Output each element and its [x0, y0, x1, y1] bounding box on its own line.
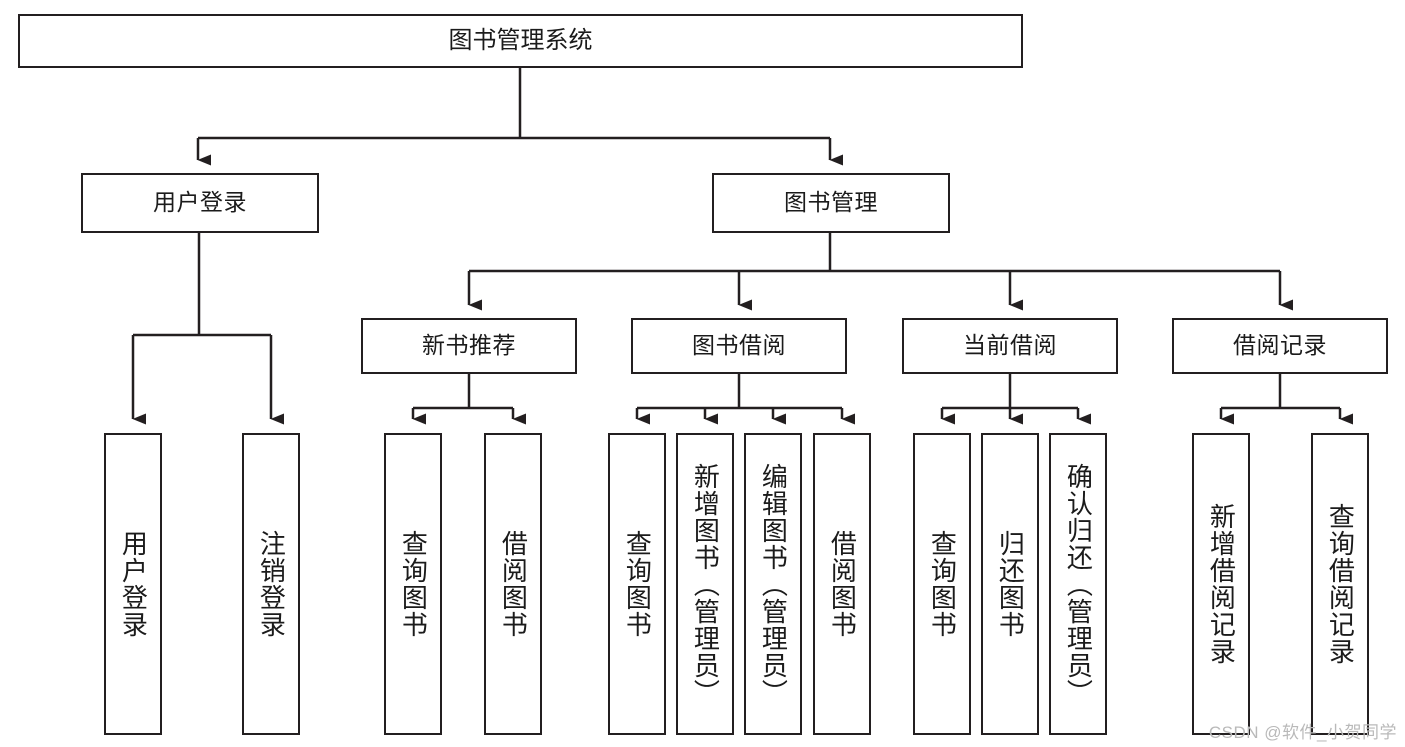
leaf-borrow-record-query[interactable]: 查询借阅记录 — [1311, 433, 1369, 735]
node-borrow-record[interactable]: 借阅记录 — [1172, 318, 1388, 374]
node-root[interactable]: 图书管理系统 — [18, 14, 1023, 68]
leaf-current-borrow-return[interactable]: 归还图书 — [981, 433, 1039, 735]
leaf-user-login-login[interactable]: 用户登录 — [104, 433, 162, 735]
csdn-watermark: CSDN @软件_小贺同学 — [1208, 723, 1397, 742]
leaf-borrow-record-add[interactable]: 新增借阅记录 — [1192, 433, 1250, 735]
node-book-borrow-label: 图书借阅 — [692, 332, 786, 359]
leaf-book-borrow-edit[interactable]: 编辑图书（管理员） — [744, 433, 802, 735]
node-book-management[interactable]: 图书管理 — [712, 173, 950, 233]
node-borrow-record-label: 借阅记录 — [1233, 332, 1327, 359]
leaf-current-borrow-query[interactable]: 查询图书 — [913, 433, 971, 735]
node-root-label: 图书管理系统 — [448, 26, 593, 54]
leaf-new-book-borrow[interactable]: 借阅图书 — [484, 433, 542, 735]
leaf-book-borrow-add-label: 新增图书（管理员） — [690, 462, 721, 706]
node-new-book-recommend[interactable]: 新书推荐 — [361, 318, 577, 374]
leaf-new-book-borrow-label: 借阅图书 — [498, 530, 529, 638]
leaf-new-book-query-label: 查询图书 — [398, 530, 429, 638]
leaf-book-borrow-query[interactable]: 查询图书 — [608, 433, 666, 735]
leaf-book-borrow-borrow-label: 借阅图书 — [827, 530, 858, 638]
leaf-book-borrow-add[interactable]: 新增图书（管理员） — [676, 433, 734, 735]
node-book-management-label: 图书管理 — [784, 189, 878, 216]
leaf-borrow-record-add-label: 新增借阅记录 — [1206, 503, 1237, 665]
leaf-borrow-record-query-label: 查询借阅记录 — [1325, 503, 1356, 665]
node-current-borrow-label: 当前借阅 — [963, 332, 1057, 359]
leaf-current-borrow-confirm-return[interactable]: 确认归还（管理员） — [1049, 433, 1107, 735]
leaf-book-borrow-edit-label: 编辑图书（管理员） — [758, 462, 789, 706]
leaf-user-login-logout[interactable]: 注销登录 — [242, 433, 300, 735]
leaf-current-borrow-confirm-return-label: 确认归还（管理员） — [1063, 462, 1094, 706]
node-book-borrow[interactable]: 图书借阅 — [631, 318, 847, 374]
leaf-user-login-login-label: 用户登录 — [118, 530, 149, 638]
leaf-current-borrow-return-label: 归还图书 — [995, 530, 1026, 638]
node-user-login[interactable]: 用户登录 — [81, 173, 319, 233]
leaf-user-login-logout-label: 注销登录 — [256, 530, 287, 638]
leaf-current-borrow-query-label: 查询图书 — [927, 530, 958, 638]
node-user-login-label: 用户登录 — [153, 189, 247, 216]
leaf-book-borrow-borrow[interactable]: 借阅图书 — [813, 433, 871, 735]
node-current-borrow[interactable]: 当前借阅 — [902, 318, 1118, 374]
node-new-book-recommend-label: 新书推荐 — [422, 332, 516, 359]
leaf-new-book-query[interactable]: 查询图书 — [384, 433, 442, 735]
leaf-book-borrow-query-label: 查询图书 — [622, 530, 653, 638]
